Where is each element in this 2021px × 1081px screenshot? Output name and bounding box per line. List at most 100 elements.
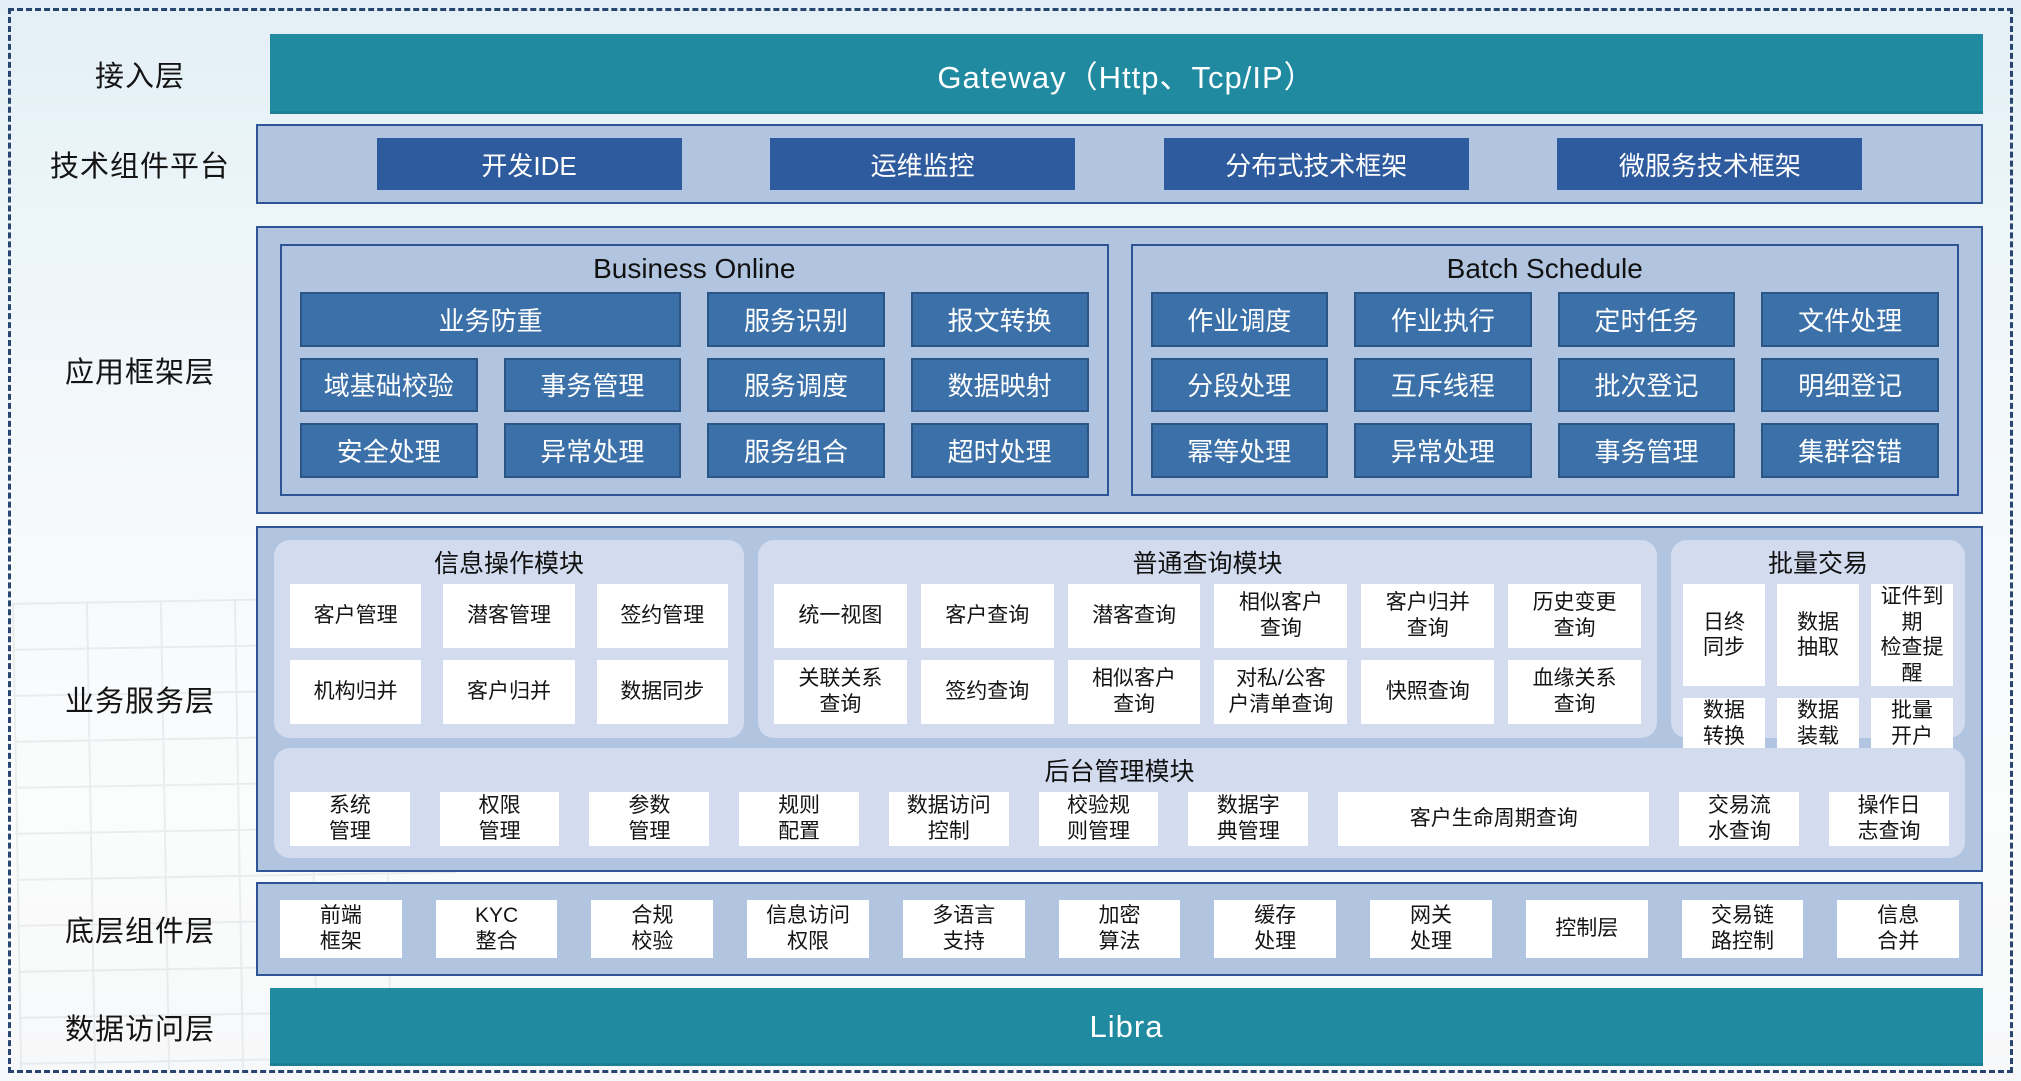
base-component-box: 加密 算法	[1058, 900, 1181, 958]
layer-row-tech-platform: 技术组件平台 开发IDE 运维监控 分布式技术框架 微服务技术框架	[24, 124, 1983, 204]
base-component-box: 合规 校验	[591, 900, 714, 958]
batch-schedule-box: 批次登记	[1557, 357, 1736, 413]
tech-platform-label: 技术组件平台	[49, 151, 230, 183]
admin-module-box: 规则 配置	[739, 792, 859, 846]
base-component-box: 网关 处理	[1370, 900, 1492, 958]
business-online-box: 事务管理	[503, 357, 682, 413]
batch-trade-box: 批量 开户	[1871, 698, 1953, 750]
base-component-box: 前端 框架	[280, 900, 402, 958]
layer-row-business-service: 业务服务层 信息操作模块 客户管理 潜客管理 签约管理 机构归并 客户归并 数据…	[24, 526, 1983, 872]
business-online-box: 安全处理	[300, 423, 478, 478]
info-module-box: 机构归并	[290, 660, 422, 724]
batch-schedule-grid: 作业调度 作业执行 定时任务 文件处理 分段处理 互斥线程 批次登记 明细登记 …	[1133, 292, 1958, 494]
batch-trade-box: 数据 装载	[1777, 698, 1859, 750]
base-component-box: 控制层	[1525, 900, 1648, 958]
batch-schedule-box: 文件处理	[1761, 292, 1939, 347]
business-online-grid: 业务防重 服务识别 报文转换 域基础校验 事务管理 服务调度 数据映射 安全处理…	[282, 292, 1107, 494]
batch-schedule-box: 作业调度	[1150, 292, 1329, 347]
base-component-box: KYC 整合	[435, 900, 558, 958]
batch-trade-box: 数据 转换	[1683, 698, 1765, 750]
info-operation-panel: 信息操作模块 客户管理 潜客管理 签约管理 机构归并 客户归并 数据同步	[274, 540, 744, 738]
business-online-box: 报文转换	[910, 292, 1089, 347]
admin-module-box: 参数 管理	[589, 792, 710, 846]
batch-trade-title: 批量交易	[1767, 550, 1868, 578]
info-operation-title: 信息操作模块	[433, 550, 584, 578]
batch-schedule-box: 互斥线程	[1354, 357, 1532, 413]
query-module-box: 血缘关系 查询	[1508, 660, 1641, 724]
layer-row-data-access: 数据访问层 Libra	[24, 988, 1983, 1066]
admin-module-box: 数据访问 控制	[888, 792, 1009, 846]
tech-item-ops-monitor: 运维监控	[770, 138, 1076, 190]
gateway-bar: Gateway（Http、Tcp/IP）	[270, 34, 1983, 114]
query-module-box: 关联关系 查询	[774, 660, 907, 724]
batch-schedule-box: 异常处理	[1354, 423, 1532, 478]
admin-module-title: 后台管理模块	[1044, 758, 1195, 786]
tech-item-microservice-framework: 微服务技术框架	[1557, 138, 1863, 190]
info-operation-grid: 客户管理 潜客管理 签约管理 机构归并 客户归并 数据同步	[274, 584, 744, 738]
batch-schedule-box: 幂等处理	[1150, 423, 1329, 478]
batch-schedule-box: 分段处理	[1150, 357, 1329, 413]
admin-module-row: 系统 管理 权限 管理 参数 管理 规则 配置 数据访问 控制 校验规 则管理 …	[274, 792, 1965, 858]
layer-row-access: 接入层 Gateway（Http、Tcp/IP）	[24, 34, 1983, 114]
batch-trade-panel: 批量交易 日终 同步 数据 抽取 证件到期 检查提醒 数据 转换 数据 装载 批…	[1671, 540, 1965, 750]
query-module-box: 客户查询	[920, 584, 1054, 648]
business-online-box: 数据映射	[910, 357, 1089, 413]
admin-module-box: 交易流 水查询	[1679, 792, 1800, 846]
admin-module-box: 权限 管理	[439, 792, 560, 846]
admin-module-box: 校验规 则管理	[1038, 792, 1159, 846]
app-framework-label: 应用框架层	[64, 357, 215, 389]
business-online-title: Business Online	[593, 253, 796, 284]
query-module-box: 签约查询	[920, 660, 1054, 724]
batch-schedule-box: 定时任务	[1557, 292, 1736, 347]
query-module-box: 快照查询	[1361, 660, 1495, 724]
batch-schedule-box: 作业执行	[1354, 292, 1532, 347]
query-module-box: 对私/公客 户清单查询	[1214, 660, 1348, 724]
query-module-box: 潜客查询	[1067, 584, 1201, 648]
admin-module-panel: 后台管理模块 系统 管理 权限 管理 参数 管理 规则 配置 数据访问 控制 校…	[274, 748, 1965, 858]
admin-module-box: 数据字 典管理	[1188, 792, 1309, 846]
base-component-box: 交易链 路控制	[1681, 900, 1804, 958]
business-service-label: 业务服务层	[64, 686, 215, 718]
query-module-box: 历史变更 查询	[1508, 584, 1641, 648]
libra-bar: Libra	[270, 988, 1983, 1066]
batch-schedule-box: 明细登记	[1761, 357, 1939, 413]
business-online-box: 超时处理	[910, 423, 1089, 478]
batch-schedule-box: 事务管理	[1557, 423, 1736, 478]
business-online-box: 业务防重	[300, 292, 682, 347]
admin-module-box: 操作日 志查询	[1829, 792, 1949, 846]
batch-schedule-panel: Batch Schedule 作业调度 作业执行 定时任务 文件处理 分段处理 …	[1130, 244, 1959, 496]
batch-schedule-title: Batch Schedule	[1446, 253, 1643, 284]
admin-module-box-customer-lifecycle: 客户生命周期查询	[1338, 792, 1650, 846]
batch-trade-box: 日终 同步	[1683, 584, 1765, 687]
base-component-box: 信息访问 权限	[747, 900, 869, 958]
info-module-box: 潜客管理	[443, 584, 575, 648]
layer-row-base-components: 底层组件层 前端 框架 KYC 整合 合规 校验 信息访问 权限 多语言 支持 …	[24, 882, 1983, 976]
architecture-diagram: 接入层 Gateway（Http、Tcp/IP） 技术组件平台 开发IDE 运维…	[8, 8, 2013, 1073]
business-service-container: 信息操作模块 客户管理 潜客管理 签约管理 机构归并 客户归并 数据同步 普通查…	[256, 526, 1983, 872]
query-module-box: 客户归并 查询	[1361, 584, 1495, 648]
info-module-box: 数据同步	[596, 660, 728, 724]
query-module-box: 相似客户 查询	[1214, 584, 1348, 648]
common-query-grid: 统一视图 客户查询 潜客查询 相似客户 查询 客户归并 查询 历史变更 查询 关…	[758, 584, 1657, 738]
batch-schedule-box: 集群容错	[1761, 423, 1939, 478]
batch-trade-grid: 日终 同步 数据 抽取 证件到期 检查提醒 数据 转换 数据 装载 批量 开户	[1671, 584, 1965, 762]
base-components-container: 前端 框架 KYC 整合 合规 校验 信息访问 权限 多语言 支持 加密 算法 …	[256, 882, 1983, 976]
business-online-panel: Business Online 业务防重 服务识别 报文转换 域基础校验 事务管…	[280, 244, 1109, 496]
access-layer-label: 接入层	[94, 61, 185, 93]
base-components-label: 底层组件层	[64, 916, 215, 948]
batch-trade-box: 数据 抽取	[1777, 584, 1859, 687]
business-online-box: 服务调度	[707, 357, 885, 413]
base-component-box: 多语言 支持	[902, 900, 1025, 958]
batch-trade-box: 证件到期 检查提醒	[1871, 584, 1953, 687]
query-module-box: 相似客户 查询	[1067, 660, 1201, 724]
tech-platform-container: 开发IDE 运维监控 分布式技术框架 微服务技术框架	[256, 124, 1983, 204]
base-component-box: 信息 合并	[1837, 900, 1960, 958]
info-module-box: 客户管理	[290, 584, 422, 648]
common-query-title: 普通查询模块	[1132, 550, 1283, 578]
info-module-box: 客户归并	[443, 660, 575, 724]
business-online-box: 服务组合	[707, 423, 885, 478]
business-online-box: 域基础校验	[300, 357, 478, 413]
tech-item-distributed-framework: 分布式技术框架	[1163, 138, 1469, 190]
business-service-top-row: 信息操作模块 客户管理 潜客管理 签约管理 机构归并 客户归并 数据同步 普通查…	[274, 540, 1965, 750]
app-framework-container: Business Online 业务防重 服务识别 报文转换 域基础校验 事务管…	[256, 226, 1983, 514]
